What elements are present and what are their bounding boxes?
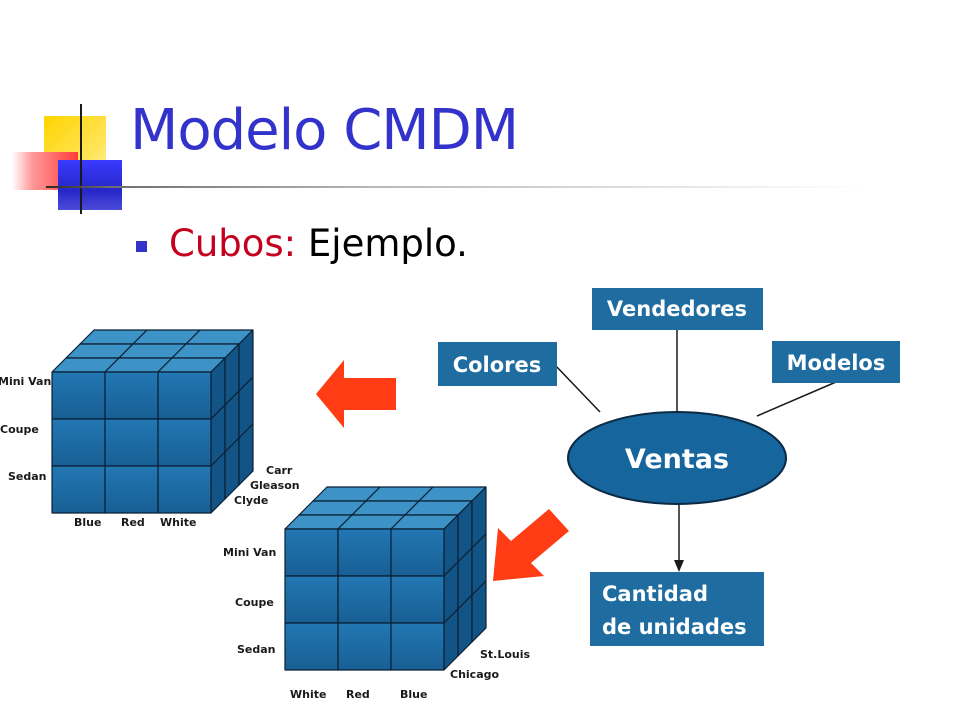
ventas-label: Ventas: [625, 444, 729, 475]
colores-label: Colores: [453, 353, 542, 377]
colores-box: [438, 342, 557, 386]
cube-front-cell: [157, 465, 212, 514]
connector-line: [554, 364, 601, 413]
cube2-front-face: [284, 528, 445, 671]
cube-sales-by-city: Mini Van Coupe Sedan White Red Blue St.L…: [223, 486, 531, 701]
cube-side-cell: [471, 580, 487, 643]
cube1-column-label: Blue: [74, 516, 101, 529]
cube-front-cell: [104, 371, 159, 420]
bullet-item: Cubos: Ejemplo.: [136, 222, 468, 266]
cube-front-cell: [157, 418, 212, 467]
cube-front-cell: [104, 418, 159, 467]
slide-title: Modelo CMDM: [130, 98, 519, 163]
cube-front-cell: [284, 528, 339, 577]
cube-front-cell: [157, 371, 212, 420]
logo-blue-square: [58, 160, 122, 210]
cube-front-cell: [104, 465, 159, 514]
vendedores-box: [592, 288, 763, 330]
cantidad-box: [590, 572, 764, 646]
cube-front-cell: [51, 465, 106, 514]
cube-front-cell: [337, 622, 392, 671]
cube2-column-label: Blue: [400, 688, 427, 701]
cube-front-cell: [390, 575, 445, 624]
cantidad-label-line2: de unidades: [602, 615, 747, 639]
cube1-side-face: [210, 329, 254, 514]
cube-front-cell: [51, 371, 106, 420]
logo-vertical-line: [80, 104, 82, 214]
bullet-keyword: Cubos:: [169, 222, 297, 265]
cube1-row-label: Coupe: [0, 423, 39, 436]
cube-front-cell: [284, 622, 339, 671]
cube1-column-label: Red: [121, 516, 145, 529]
cube2-depth-label: St.Louis: [480, 648, 531, 661]
cube-front-cell: [51, 418, 106, 467]
cube-front-cell: [337, 528, 392, 577]
cantidad-label-line1: Cantidad: [602, 582, 708, 606]
cube-front-cell: [337, 575, 392, 624]
cube2-column-label: White: [290, 688, 326, 701]
cube1-depth-label: Clyde: [234, 494, 268, 507]
cube-side-cell: [238, 423, 254, 486]
cube1-column-label: White: [160, 516, 196, 529]
cube1-top-face: [51, 329, 254, 373]
cube2-row-label: Sedan: [237, 643, 276, 656]
ventas-ellipse: [567, 411, 787, 505]
bullet-text: Cubos: Ejemplo.: [169, 222, 468, 266]
cube2-depth-label: Chicago: [450, 668, 499, 681]
modelos-box: [772, 341, 900, 383]
title-underline: [46, 186, 866, 188]
connector-line: [756, 381, 837, 417]
left-arrow-icon: [316, 360, 396, 428]
vendedores-label: Vendedores: [607, 297, 747, 321]
cube-front-cell: [284, 575, 339, 624]
bullet-rest: Ejemplo.: [296, 222, 468, 265]
cube1-row-label: Mini Van: [0, 375, 51, 388]
cube2-side-face: [443, 486, 487, 671]
cube-sales-by-salesperson: Mini Van Coupe Sedan Blue Red White Carr…: [0, 329, 300, 529]
modelos-label: Modelos: [787, 351, 886, 375]
cube2-row-label: Coupe: [235, 596, 274, 609]
bullet-square-icon: [136, 240, 147, 252]
cube1-row-label: Sedan: [8, 470, 47, 483]
cube2-column-label: Red: [346, 688, 370, 701]
cube2-row-label: Mini Van: [223, 546, 276, 559]
connector-arrowhead-icon: [674, 560, 684, 572]
cube-front-cell: [390, 528, 445, 577]
cube1-depth-label: Gleason: [250, 479, 300, 492]
cube1-front-face: [51, 371, 212, 514]
cube-front-cell: [390, 622, 445, 671]
cube1-depth-label: Carr: [266, 464, 293, 477]
down-left-arrow-icon: [493, 509, 569, 581]
